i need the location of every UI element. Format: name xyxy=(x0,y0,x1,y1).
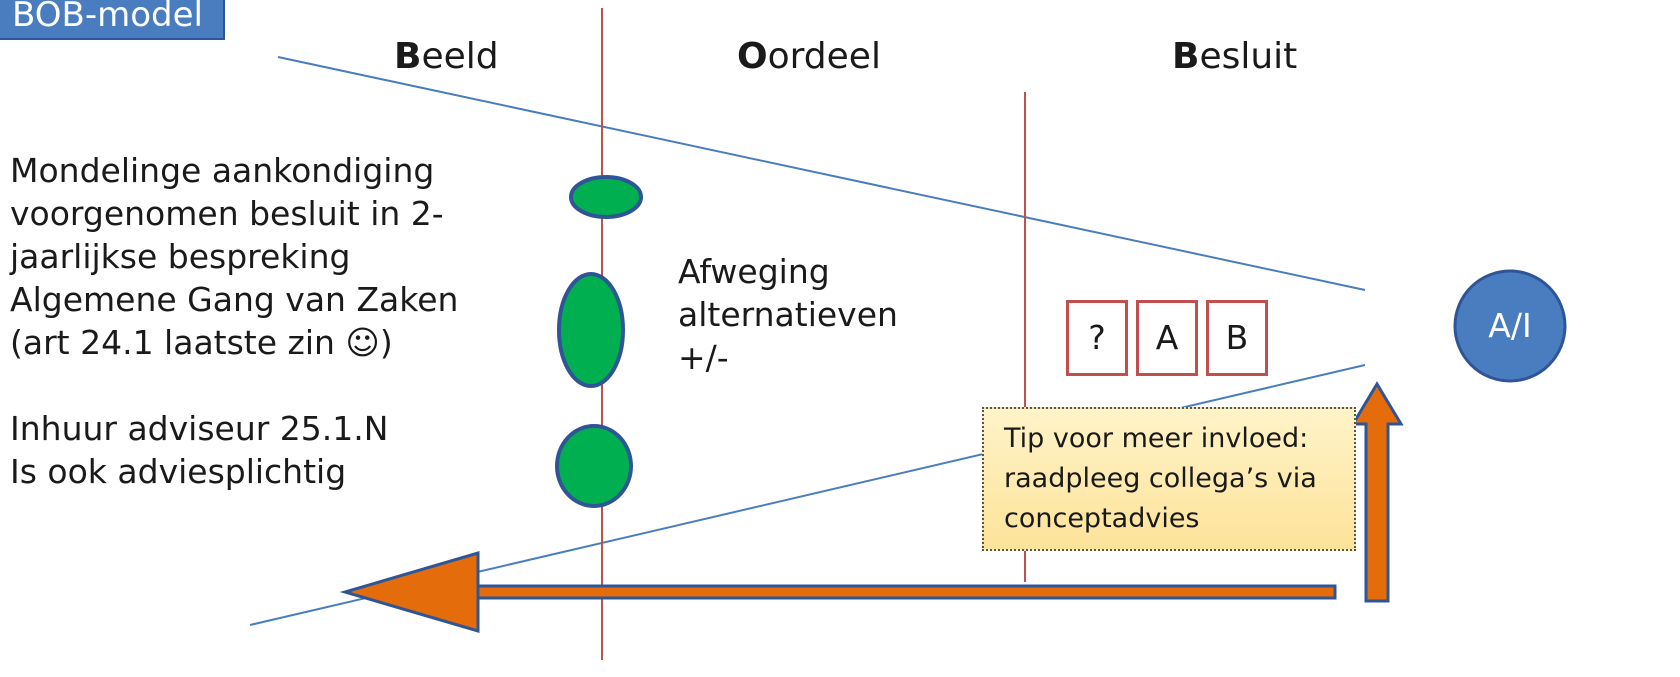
left-text-line: (art 24.1 laatste zin ☺) xyxy=(10,323,393,362)
left-text-line: Mondelinge aankondiging xyxy=(10,151,435,190)
funnel-top-line xyxy=(277,56,1366,291)
left-text-line: jaarlijkse bespreking xyxy=(10,237,351,276)
left-arrow xyxy=(339,550,1337,634)
tip-line: Tip voor meer invloed: xyxy=(1004,423,1309,454)
title-tab: BOB-model xyxy=(0,0,225,40)
small-ellipse xyxy=(569,175,643,219)
medium-ellipse xyxy=(555,424,633,508)
tip-box: Tip voor meer invloed: raadpleeg collega… xyxy=(982,407,1356,551)
ai-circle xyxy=(1453,269,1567,383)
left-text-line: Algemene Gang van Zaken xyxy=(10,280,459,319)
header-besluit: Besluit xyxy=(1172,36,1298,77)
header-beeld: Beeld xyxy=(394,36,499,77)
note-line: Is ook adviesplichtig xyxy=(10,452,347,491)
tip-line: conceptadvies xyxy=(1004,503,1200,534)
note-line: Inhuur adviseur 25.1.N xyxy=(10,409,389,448)
circle-label: A/I xyxy=(1488,306,1532,345)
up-arrow xyxy=(1350,381,1404,603)
middle-text-line: Afweging xyxy=(678,252,830,291)
choice-box-b: B xyxy=(1206,300,1268,376)
middle-text-line: alternatieven xyxy=(678,295,898,334)
header-oordeel: Oordeel xyxy=(737,36,881,77)
tip-line: raadpleeg collega’s via xyxy=(1004,463,1317,494)
choice-box-a: A xyxy=(1136,300,1198,376)
middle-text-line: +/- xyxy=(678,338,729,377)
left-text-line: voorgenomen besluit in 2- xyxy=(10,194,444,233)
choice-box-question: ? xyxy=(1066,300,1128,376)
large-ellipse xyxy=(557,272,625,388)
